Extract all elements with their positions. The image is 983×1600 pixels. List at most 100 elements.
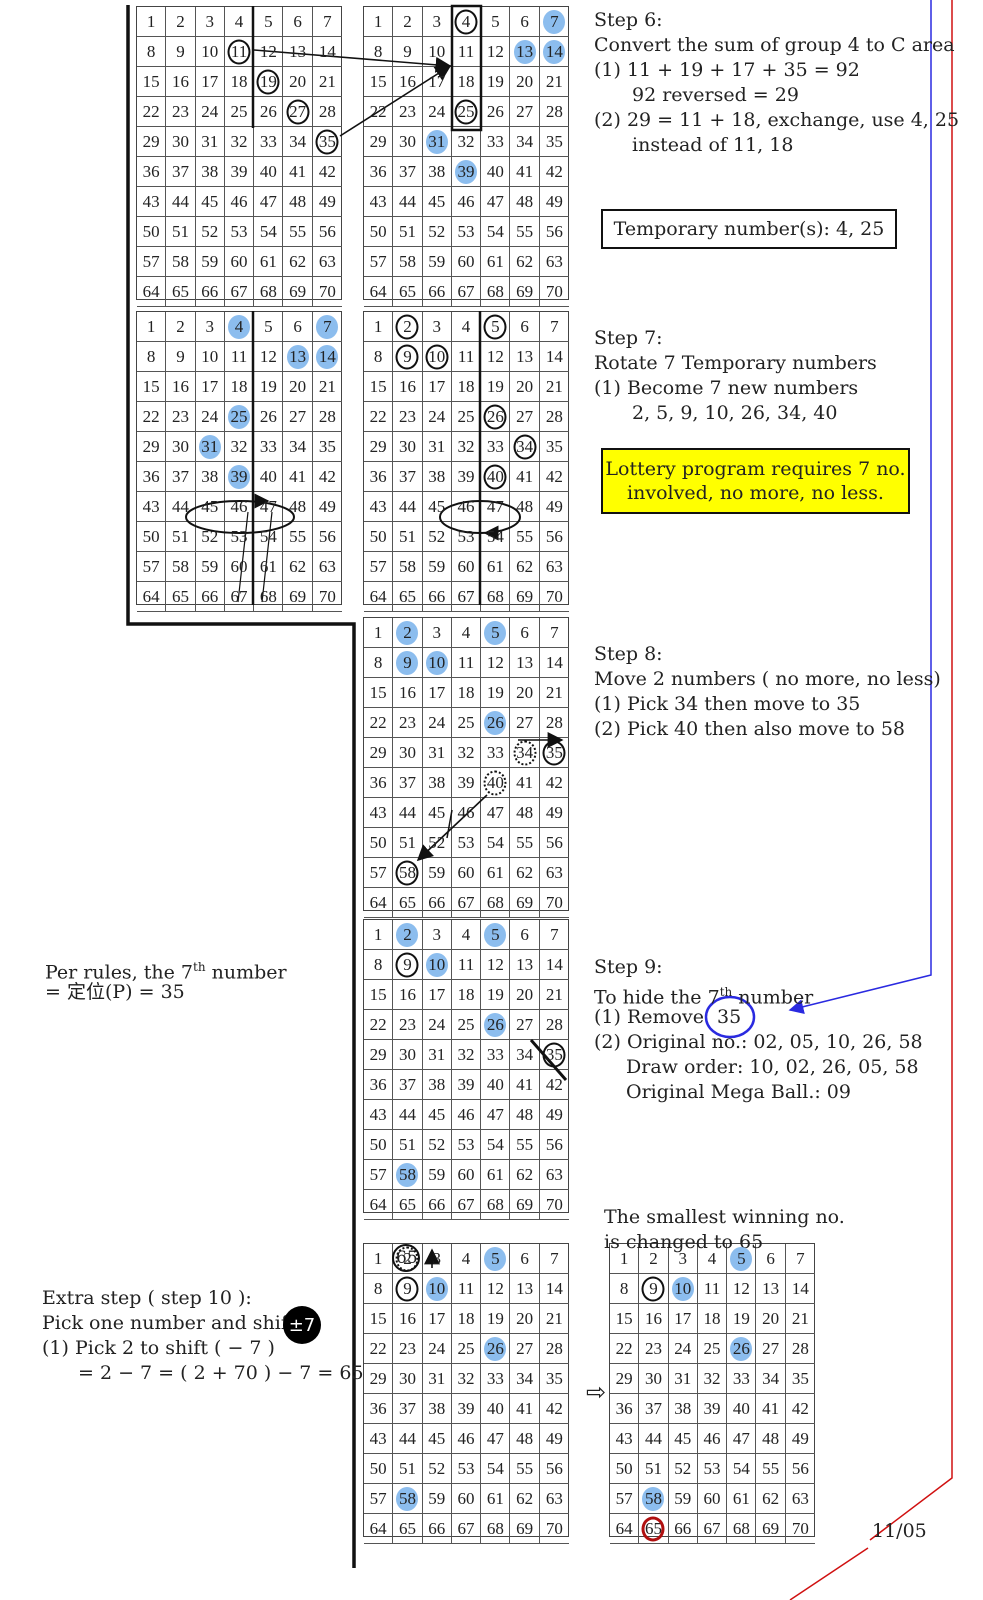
grid-cell: 13 [510,648,540,678]
grid-cell: 28 [539,402,570,432]
grid-cell: 55 [510,1130,540,1160]
grid-cell: 54 [481,1454,511,1484]
grid-cell: 37 [166,157,196,187]
grid-cell: 19 [481,1304,511,1334]
grid-cell: 38 [422,1394,452,1424]
grid-cell: 3 [422,920,452,950]
step7-line3: 2, 5, 9, 10, 26, 34, 40 [632,402,838,424]
temporary-numbers-box: Temporary number(s): 4, 25 [601,209,897,249]
grid-cell: 31 [195,432,225,462]
grid-cell: 22 [137,97,167,127]
grid-cell: 49 [539,798,570,828]
grid-cell: 6 [283,312,313,342]
grid-cell: 33 [727,1364,757,1394]
grid-cell: 63 [539,1484,570,1514]
grid-cell: 51 [393,522,423,552]
grid-cell: 21 [539,372,570,402]
grid-cell: 50 [364,522,394,552]
grid-cell: 48 [756,1424,786,1454]
grid-cell: 20 [283,372,313,402]
grid-cell: 35 [312,432,343,462]
grid-cell: 44 [393,798,423,828]
grid-cell: 56 [539,828,570,858]
grid-cell: 69 [510,888,540,918]
grid-cell: 10 [422,648,452,678]
grid-cell: 36 [137,462,167,492]
grid-cell: 15 [364,678,394,708]
grid-cell: 10 [422,950,452,980]
grid-cell: 19 [481,980,511,1010]
grid-cell: 45 [195,187,225,217]
grid-cell: 46 [451,798,482,828]
grid-cell: 23 [393,1010,423,1040]
grid-cell: 26 [481,97,511,127]
grid-cell: 60 [451,247,482,277]
grid-cell: 12 [727,1274,757,1304]
grid-cell: 65 [393,277,423,307]
grid-cell: 2 [393,920,423,950]
grid-cell: 47 [481,1424,511,1454]
step6-line4: (2) 29 = 11 + 18, exchange, use 4, 25 [594,109,960,131]
grid-cell: 41 [283,157,313,187]
grid-cell: 61 [727,1484,757,1514]
grid-cell: 49 [539,1100,570,1130]
grid-cell: 61 [481,1484,511,1514]
grid-cell: 18 [451,67,482,97]
grid-cell: 1 [364,920,394,950]
grid-cell: 17 [422,980,452,1010]
grid-cell: 59 [668,1484,698,1514]
grid-cell: 5 [254,312,284,342]
grid-cell: 57 [364,552,394,582]
grid-cell: 19 [481,678,511,708]
grid-cell: 56 [539,217,570,247]
grid-cell: 67 [451,1514,482,1544]
grid-cell: 46 [224,492,255,522]
grid-cell: 7 [539,618,570,648]
grid-cell: 44 [166,492,196,522]
grid-cell: 70 [539,277,570,307]
grid-cell: 53 [451,1130,482,1160]
grid-cell: 64 [364,277,394,307]
grid-cell: 68 [254,277,284,307]
grid-cell: 45 [195,492,225,522]
grid-cell: 1 [137,7,167,37]
grid-cell: 59 [422,858,452,888]
grid-cell: 42 [312,157,343,187]
grid-cell: 2 [393,7,423,37]
grid-cell: 3 [422,618,452,648]
grid-cell: 52 [422,1130,452,1160]
grid-cell: 29 [137,127,167,157]
grid-cell: 47 [481,187,511,217]
grid-cell: 33 [481,127,511,157]
grid-cell: 30 [393,1364,423,1394]
grid-cell: 67 [224,277,255,307]
grid-cell: 23 [166,402,196,432]
grid-cell: 49 [312,187,343,217]
grid-cell: 66 [422,888,452,918]
grid-cell: 56 [539,1454,570,1484]
grid-cell: 23 [393,1334,423,1364]
grid-cell: 17 [422,372,452,402]
grid-cell: 6 [510,312,540,342]
grid-cell: 21 [539,678,570,708]
grid-cell: 43 [364,1424,394,1454]
grid-cell: 24 [195,97,225,127]
grid-cell: 60 [697,1484,728,1514]
grid-cell: 24 [422,402,452,432]
per-rules-line2: = 定位(P) = 35 [45,981,185,1003]
grid-cell: 32 [451,432,482,462]
grid-cell: 43 [364,798,394,828]
grid-cell: 64 [610,1514,640,1544]
grid-cell: 10 [422,37,452,67]
grid-cell: 57 [610,1484,640,1514]
grid-cell: 7 [312,7,343,37]
grid-cell: 68 [481,1514,511,1544]
grid-cell: 12 [481,1274,511,1304]
grid-cell: 58 [393,858,423,888]
grid-cell: 67 [451,582,482,612]
grid-cell: 9 [166,37,196,67]
grid-cell: 25 [451,402,482,432]
grid-cell: 52 [422,1454,452,1484]
grid-cell: 7 [539,1244,570,1274]
